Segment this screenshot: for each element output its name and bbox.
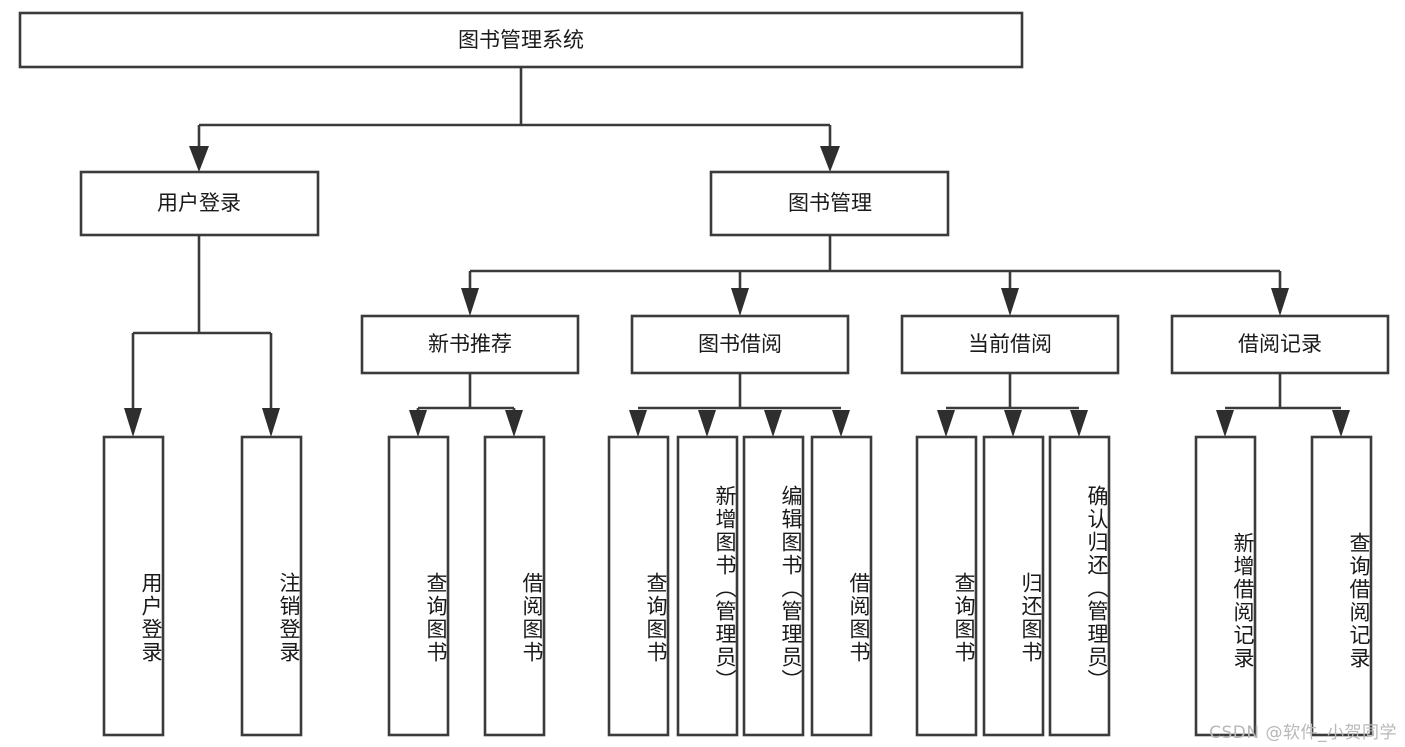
node-borrow-record-label: 借阅记录 bbox=[1238, 332, 1322, 356]
arrow-head-icon bbox=[262, 408, 280, 437]
node-borrow-record[interactable] bbox=[1170, 314, 1390, 375]
arrow-head-icon bbox=[832, 410, 850, 437]
arrow-head-icon bbox=[505, 410, 523, 437]
node-leaf-user-login-0[interactable] bbox=[102, 435, 165, 737]
node-root-label: 图书管理系统 bbox=[458, 28, 584, 52]
connector-group-new-book bbox=[409, 373, 523, 437]
node-current-borrow[interactable] bbox=[900, 314, 1120, 375]
csdn-watermark: CSDN @软件_小贺同学 bbox=[1209, 723, 1397, 743]
arrow-head-icon bbox=[1216, 410, 1234, 437]
node-root[interactable] bbox=[18, 11, 1024, 69]
node-leaf-book-borrow-0[interactable] bbox=[607, 435, 670, 737]
node-new-book-recommend-label: 新书推荐 bbox=[428, 332, 512, 356]
connector-group-root bbox=[189, 67, 840, 172]
node-leaf-current-borrow-1[interactable] bbox=[982, 435, 1045, 737]
arrow-head-icon bbox=[764, 410, 782, 437]
connector-group-book-manage bbox=[461, 235, 1289, 316]
arrow-head-icon bbox=[698, 410, 716, 437]
arrow-head-icon bbox=[461, 288, 479, 316]
arrow-head-icon bbox=[629, 410, 647, 437]
node-user-login[interactable] bbox=[79, 170, 320, 237]
node-book-borrow[interactable] bbox=[630, 314, 850, 375]
connector-group-borrow-record bbox=[1216, 373, 1350, 437]
connector-group-current-borrow bbox=[937, 373, 1088, 437]
connector-group-user-login bbox=[124, 235, 280, 437]
node-book-manage-label: 图书管理 bbox=[788, 191, 872, 215]
node-leaf-current-borrow-2[interactable] bbox=[1048, 435, 1111, 737]
connector-group-book-borrow bbox=[629, 373, 850, 437]
node-leaf-borrow-record-1[interactable] bbox=[1310, 435, 1373, 737]
arrow-head-icon bbox=[1271, 288, 1289, 316]
node-leaf-book-borrow-1[interactable] bbox=[676, 435, 739, 737]
arrow-head-icon bbox=[820, 146, 840, 172]
node-leaf-new-book-1[interactable] bbox=[483, 435, 546, 737]
node-user-login-label: 用户登录 bbox=[157, 191, 241, 215]
node-book-borrow-label: 图书借阅 bbox=[698, 332, 782, 356]
node-leaf-user-login-1[interactable] bbox=[240, 435, 303, 737]
node-leaf-current-borrow-0[interactable] bbox=[915, 435, 978, 737]
node-leaf-book-borrow-2[interactable] bbox=[742, 435, 805, 737]
node-current-borrow-label: 当前借阅 bbox=[968, 332, 1052, 356]
arrow-head-icon bbox=[937, 410, 955, 437]
node-new-book-recommend[interactable] bbox=[360, 314, 580, 375]
node-leaf-borrow-record-0[interactable] bbox=[1194, 435, 1257, 737]
arrow-head-icon bbox=[124, 408, 142, 437]
node-book-manage[interactable] bbox=[709, 170, 950, 237]
arrow-head-icon bbox=[189, 146, 209, 172]
arrow-head-icon bbox=[409, 410, 427, 437]
arrow-head-icon bbox=[1070, 410, 1088, 437]
node-leaf-new-book-0[interactable] bbox=[387, 435, 450, 737]
arrow-head-icon bbox=[731, 288, 749, 316]
arrow-head-icon bbox=[1001, 288, 1019, 316]
node-leaf-book-borrow-3[interactable] bbox=[810, 435, 873, 737]
arrow-head-icon bbox=[1332, 410, 1350, 437]
arrow-head-icon bbox=[1004, 410, 1022, 437]
